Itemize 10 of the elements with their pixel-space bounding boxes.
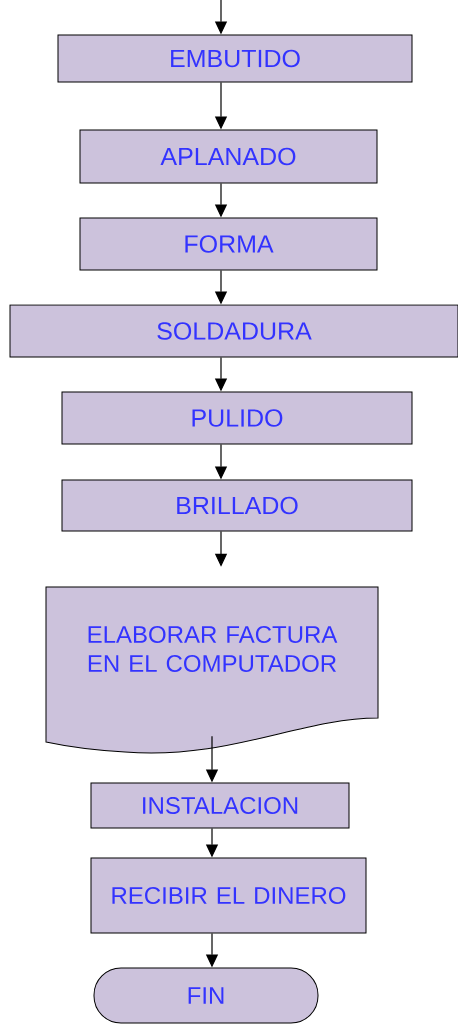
process-box: APLANADO bbox=[79, 129, 378, 184]
process-box: EMBUTIDO bbox=[57, 34, 413, 83]
process-box: SOLDADURA bbox=[9, 304, 458, 358]
process-box: RECIBIR EL DINERO bbox=[90, 857, 367, 934]
document-text: ELABORAR FACTURA EN EL COMPUTADOR bbox=[88, 626, 338, 672]
process-box: PULIDO bbox=[61, 391, 413, 445]
process-box: INSTALACION bbox=[90, 782, 350, 829]
process-box: BRILLADO bbox=[61, 479, 413, 532]
process-box: FORMA bbox=[79, 217, 378, 271]
document-shape bbox=[45, 586, 379, 754]
